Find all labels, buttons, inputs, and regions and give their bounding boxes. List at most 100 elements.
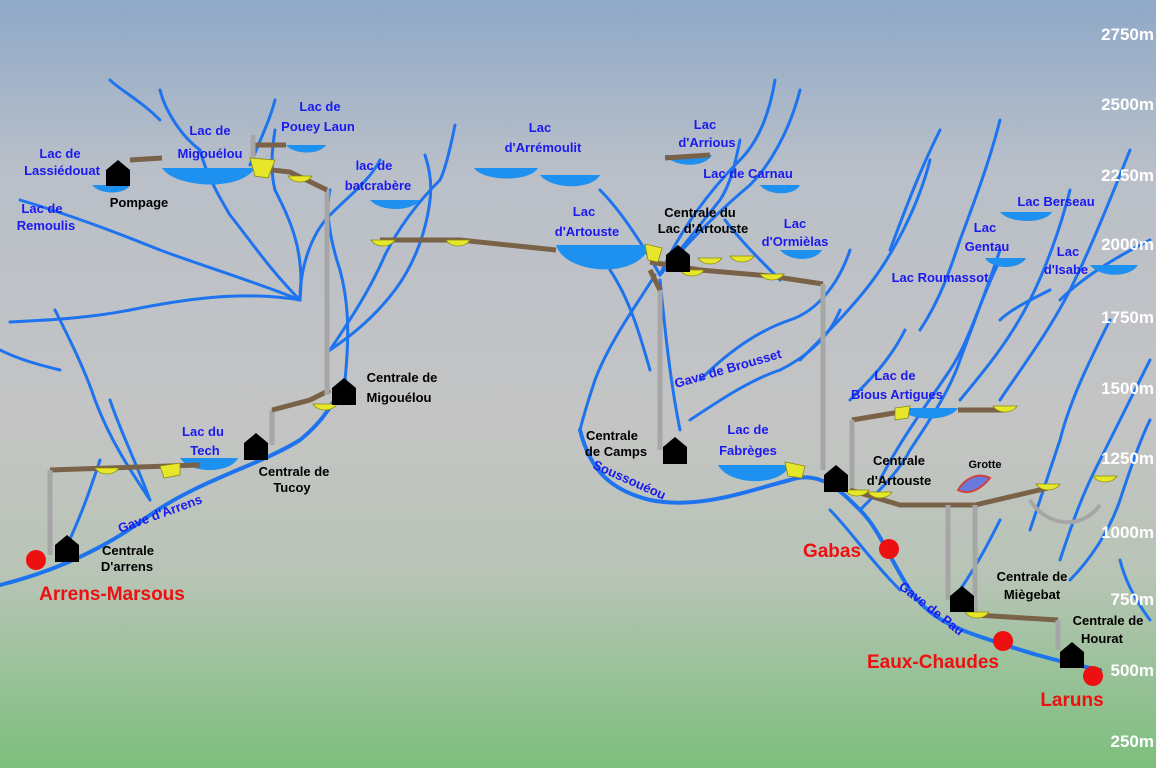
river-gave-pau [578,428,1102,672]
label-artouste-1: Lac [573,204,595,219]
dam-artouste [644,243,663,263]
dam-12 [1035,483,1061,491]
dam-14 [964,611,990,619]
label-migouelou-plant-1: Centrale de [367,370,438,385]
label-camps-1: Centrale [586,428,638,443]
altitude-1000: 1000m [1101,523,1154,542]
label-grotte: Grotte [969,459,1002,471]
plant-icon-arrens [55,535,79,562]
dam-6 [759,273,785,281]
plant-labels: Pompage Centrale de Migouélou Centrale d… [101,195,1144,646]
label-hourat-1: Centrale de [1073,613,1144,628]
plant-icon-hourat [1060,642,1084,668]
plant-icon-artouste [824,465,848,492]
dam-batcrabere-1 [287,175,313,183]
label-arrens-plant-2: D'arrens [101,559,153,574]
pipe-arrious [664,152,711,161]
label-pouey-laun-1: Lac de [299,99,340,114]
grotte-icon [956,474,992,494]
lakes [92,145,1138,482]
label-berseau: Lac Berseau [1017,194,1094,209]
plant-icon-migouelou [332,378,356,405]
label-ormielas-2: d'Ormièlas [762,234,829,249]
town-label-eaux-chaudes: Eaux-Chaudes [867,652,999,673]
label-remoulis-1: Lac de [21,201,62,216]
label-arrious-2: d'Arrious [678,135,735,150]
plant-icon-pompage [106,160,130,186]
pipe-bious [851,409,901,423]
lake-gentau [985,258,1026,267]
altitude-2500: 2500m [1101,95,1154,114]
river-network [0,78,1152,672]
plant-icon-lac-artouste [666,245,690,272]
lake-isabe [1090,265,1138,275]
label-batcrabere-2: batcrabère [345,178,411,193]
altitude-2000: 2000m [1101,235,1154,254]
altitude-2250: 2250m [1101,166,1154,185]
altitude-750: 750m [1111,590,1154,609]
label-isabe-2: d'Isabe [1044,262,1088,277]
label-tucoy-1: Centrale de [259,464,330,479]
dam-2 [445,239,471,247]
town-label-gabas: Gabas [803,541,861,562]
label-gentau-2: Gentau [965,239,1010,254]
label-migouelou-2: Migouélou [178,146,243,161]
label-artouste-plant-2: d'Artouste [867,473,931,488]
lake-migouelou [162,168,255,185]
dam-1 [370,239,396,247]
label-lac-artouste-plant-1: Centrale du [664,205,736,220]
label-migouelou-plant-2: Migouélou [367,390,432,405]
altitude-scale: 2750m 2500m 2250m 2000m 1750m 1500m 1250… [1101,25,1154,751]
town-marker-eaux-chaudes [993,631,1013,651]
lake-bious-artigues [898,408,958,419]
label-artouste-2: d'Artouste [555,224,619,239]
dam-tech [159,462,181,479]
label-hourat-2: Hourat [1081,631,1124,646]
dam-5 [729,255,755,263]
dam-4 [697,257,723,265]
label-tech-2: Tech [190,443,219,458]
lake-arremoulit [474,168,538,179]
altitude-1500: 1500m [1101,379,1154,398]
plant-icon-miegebat [950,586,974,612]
altitude-1750: 1750m [1101,308,1154,327]
label-isabe-1: Lac [1057,244,1079,259]
label-lassiedouat-1: Lac de [39,146,80,161]
label-arremoulit-2: d'Arrémoulit [505,140,582,155]
label-tucoy-2: Tucoy [273,480,311,495]
label-ormielas-1: Lac [784,216,806,231]
dam-migouelou [249,157,276,179]
label-lac-artouste-plant-2: Lac d'Artouste [658,221,749,236]
label-arremoulit-1: Lac [529,120,551,135]
label-arrious-1: Lac [694,117,716,132]
towns: Arrens-Marsous Gabas Eaux-Chaudes Laruns [26,539,1104,711]
town-marker-laruns [1083,666,1103,686]
lake-fabreges [718,465,790,482]
label-carnau: Lac de Carnau [703,166,793,181]
pipe-hourat [974,612,1059,623]
label-roumassot: Lac Roumassot [892,270,989,285]
lake-berseau [1000,212,1052,221]
label-bious-1: Lac de [874,368,915,383]
altitude-2750: 2750m [1101,25,1154,44]
altitude-250: 250m [1111,732,1154,751]
label-fabreges-1: Lac de [727,422,768,437]
town-label-laruns: Laruns [1040,690,1103,711]
label-batcrabere-1: lac de [356,158,393,173]
power-plants [55,160,1084,668]
lake-ormielas [780,250,822,259]
pipe-pompage [129,155,163,163]
dam-13 [1092,475,1118,483]
label-artouste-plant-1: Centrale [873,453,925,468]
label-camps-2: de Camps [585,444,647,459]
lake-artouste [556,245,650,270]
dam-bious [894,405,911,421]
lake-lassiedouat [92,185,130,193]
label-pouey-laun-2: Pouey Laun [281,119,355,134]
plant-icon-camps [663,437,687,464]
altitude-500: 500m [1111,661,1154,680]
label-miegebat-1: Centrale de [997,569,1068,584]
label-gentau-1: Lac [974,220,996,235]
lake-carnau [760,185,800,194]
